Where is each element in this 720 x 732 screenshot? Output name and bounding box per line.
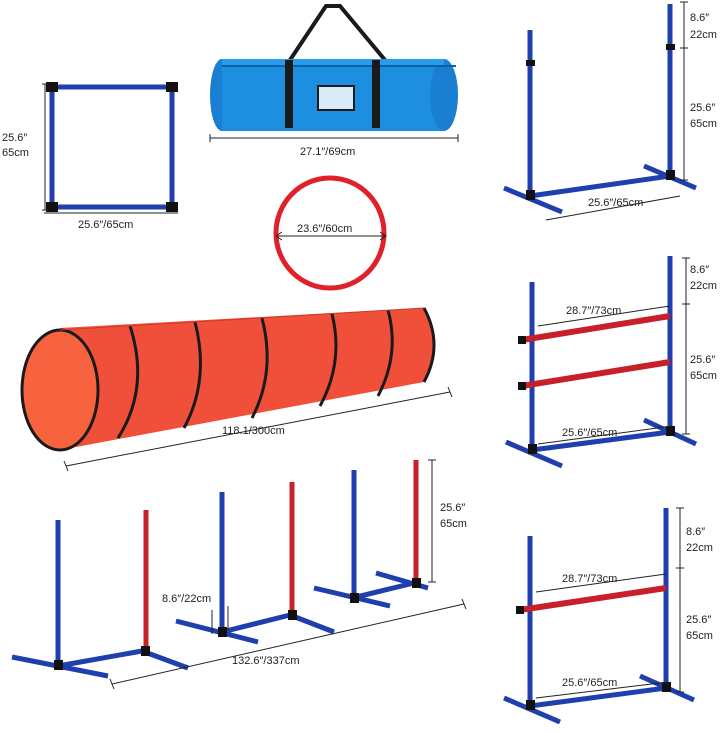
hurdle-top-base: 25.6″/65cm — [588, 197, 644, 209]
hurdle-bottom-base: 25.6″/65cm — [562, 677, 618, 689]
hurdle-double-mid-in: 25.6″ — [690, 354, 716, 366]
carry-bag-length: 27.1″/69cm — [300, 146, 356, 158]
hurdle-single-top — [503, 1, 697, 221]
hurdle-double — [505, 256, 698, 469]
hurdle-top-mid-cm: 65cm — [690, 118, 717, 130]
hoop-diameter: 23.6″/60cm — [297, 223, 353, 235]
square-frame-height-cm: 65cm — [2, 147, 29, 159]
hurdle-bottom-top-in: 8.6″ — [686, 526, 706, 538]
weave-poles — [11, 459, 467, 690]
tunnel-length: 118.1/300cm — [222, 425, 285, 437]
hurdle-double-bar: 28.7″/73cm — [566, 305, 622, 317]
hurdle-bottom-mid-cm: 65cm — [686, 630, 713, 642]
weave-poles-height-cm: 65cm — [440, 518, 467, 530]
hurdle-bottom-top-cm: 22cm — [686, 542, 713, 554]
hurdle-top-top-cm: 22cm — [690, 29, 717, 41]
hoop — [273, 175, 387, 291]
carry-bag — [209, 4, 459, 142]
weave-poles-spacing: 8.6″/22cm — [162, 593, 212, 605]
square-frame — [42, 82, 178, 214]
hurdle-bottom-bar: 28.7″/73cm — [562, 573, 618, 585]
tunnel — [20, 307, 453, 472]
hurdle-top-top-in: 8.6″ — [690, 12, 710, 24]
weave-poles-total-length: 132.6″/337cm — [232, 655, 300, 667]
square-frame-height-in: 25.6″ — [2, 132, 28, 144]
hurdle-bottom-mid-in: 25.6″ — [686, 614, 712, 626]
hurdle-double-base: 25.6″/65cm — [562, 427, 618, 439]
hurdle-double-top-cm: 22cm — [690, 280, 717, 292]
square-frame-width: 25.6″/65cm — [78, 219, 134, 231]
hurdle-double-top-in: 8.6″ — [690, 264, 710, 276]
weave-poles-height-in: 25.6″ — [440, 502, 466, 514]
hurdle-single-bottom — [503, 507, 696, 725]
hurdle-double-mid-cm: 65cm — [690, 370, 717, 382]
hurdle-top-mid-in: 25.6″ — [690, 102, 716, 114]
